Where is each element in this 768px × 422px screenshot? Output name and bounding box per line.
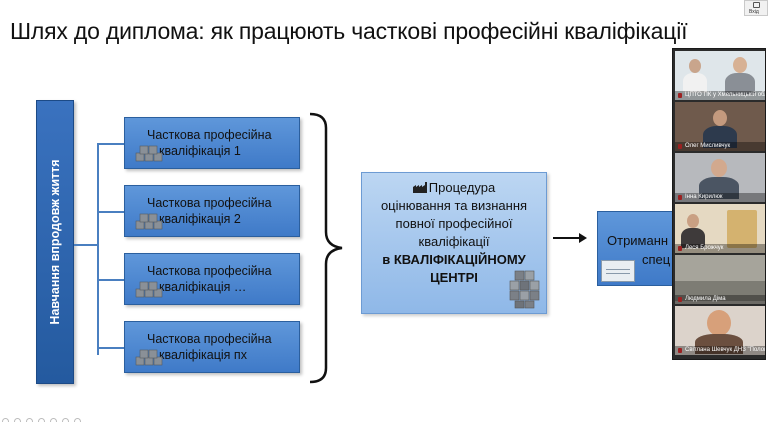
participant-name: Людмила Діма bbox=[675, 295, 765, 304]
connector-branch bbox=[97, 347, 124, 349]
participant-tile[interactable]: Інна Кирилюк bbox=[675, 153, 765, 202]
cubes-icon bbox=[135, 145, 163, 162]
control-icon[interactable] bbox=[26, 418, 33, 422]
procedure-line1: Процедура bbox=[428, 180, 496, 195]
qualification-line2: кваліфікація пх bbox=[159, 348, 247, 362]
cube-icon bbox=[509, 270, 540, 309]
mic-muted-icon bbox=[678, 93, 682, 98]
mic-muted-icon bbox=[678, 246, 682, 251]
participant-tile[interactable]: Людмила Діма bbox=[675, 255, 765, 304]
qualification-box: Часткова професійна кваліфікація 2 bbox=[124, 185, 300, 237]
qualification-box: Часткова професійна кваліфікація 1 bbox=[124, 117, 300, 169]
participant-name: Світлана Шевчук ДНЗ "Полонсь... bbox=[675, 346, 765, 355]
result-line1: Отриманн bbox=[607, 233, 669, 248]
procedure-line2: оцінювання та визнання bbox=[380, 198, 528, 213]
mic-muted-icon bbox=[678, 297, 682, 302]
factory-icon bbox=[412, 182, 427, 193]
participant-tile[interactable]: Леся Брожчук bbox=[675, 204, 765, 253]
qualification-line1: Часткова професійна bbox=[147, 332, 272, 346]
qualification-line2: кваліфікація 2 bbox=[159, 212, 241, 226]
curly-brace bbox=[309, 112, 343, 384]
connector-vertical bbox=[97, 143, 99, 355]
video-conference-panel[interactable]: ЦПТО ПК у Хмельницькій обл Олег Мисливчу… bbox=[672, 48, 766, 360]
control-icon[interactable] bbox=[2, 418, 9, 422]
lifelong-learning-label: Навчання впродовж життя bbox=[48, 159, 62, 325]
qualification-line1: Часткова професійна bbox=[147, 128, 272, 142]
result-line2: спец bbox=[642, 252, 671, 267]
slide-controls[interactable] bbox=[2, 412, 86, 422]
connector-branch bbox=[97, 143, 124, 145]
connector-trunk bbox=[74, 244, 98, 246]
participant-tile[interactable]: Світлана Шевчук ДНЗ "Полонсь... bbox=[675, 306, 765, 355]
mic-muted-icon bbox=[678, 144, 682, 149]
control-icon[interactable] bbox=[62, 418, 69, 422]
participant-tile[interactable]: ЦПТО ПК у Хмельницькій обл bbox=[675, 51, 765, 100]
sign-in-button[interactable]: Вхід bbox=[744, 0, 768, 16]
connector-branch bbox=[97, 279, 124, 281]
sign-in-icon bbox=[753, 2, 760, 8]
qualification-box: Часткова професійна кваліфікація … bbox=[124, 253, 300, 305]
arrow-right-icon bbox=[553, 233, 587, 243]
participant-name: Леся Брожчук bbox=[675, 244, 765, 253]
mic-muted-icon bbox=[678, 195, 682, 200]
participant-name: ЦПТО ПК у Хмельницькій обл bbox=[675, 91, 765, 100]
qualification-line1: Часткова професійна bbox=[147, 196, 272, 210]
connector-branch bbox=[97, 211, 124, 213]
qualification-line1: Часткова професійна bbox=[147, 264, 272, 278]
procedure-line6: ЦЕНТРІ bbox=[430, 270, 478, 285]
control-icon[interactable] bbox=[50, 418, 57, 422]
assessment-procedure-box: Процедура оцінювання та визнання повної … bbox=[361, 172, 547, 314]
procedure-line4: кваліфікації bbox=[418, 234, 490, 249]
control-icon[interactable] bbox=[74, 418, 81, 422]
mic-muted-icon bbox=[678, 348, 682, 353]
lifelong-learning-bar: Навчання впродовж життя bbox=[36, 100, 74, 384]
procedure-line5-strong: КВАЛІФІКАЦІЙНОМУ bbox=[393, 252, 526, 267]
qualification-line2: кваліфікація … bbox=[159, 280, 247, 294]
control-icon[interactable] bbox=[14, 418, 21, 422]
cubes-icon bbox=[135, 213, 163, 230]
sign-in-label: Вхід bbox=[749, 9, 759, 15]
certificate-icon bbox=[601, 260, 635, 282]
slide-title: Шлях до диплома: як працюють часткові пр… bbox=[10, 18, 688, 44]
qualification-box: Часткова професійна кваліфікація пх bbox=[124, 321, 300, 373]
participant-name: Олег Мисливчук bbox=[675, 142, 765, 151]
qualification-line2: кваліфікація 1 bbox=[159, 144, 241, 158]
cubes-icon bbox=[135, 349, 163, 366]
procedure-line3: повної професійної bbox=[395, 216, 513, 231]
procedure-line5-prefix: в bbox=[382, 252, 394, 267]
cubes-icon bbox=[135, 281, 163, 298]
control-icon[interactable] bbox=[38, 418, 45, 422]
participant-tile[interactable]: Олег Мисливчук bbox=[675, 102, 765, 151]
participant-name: Інна Кирилюк bbox=[675, 193, 765, 202]
